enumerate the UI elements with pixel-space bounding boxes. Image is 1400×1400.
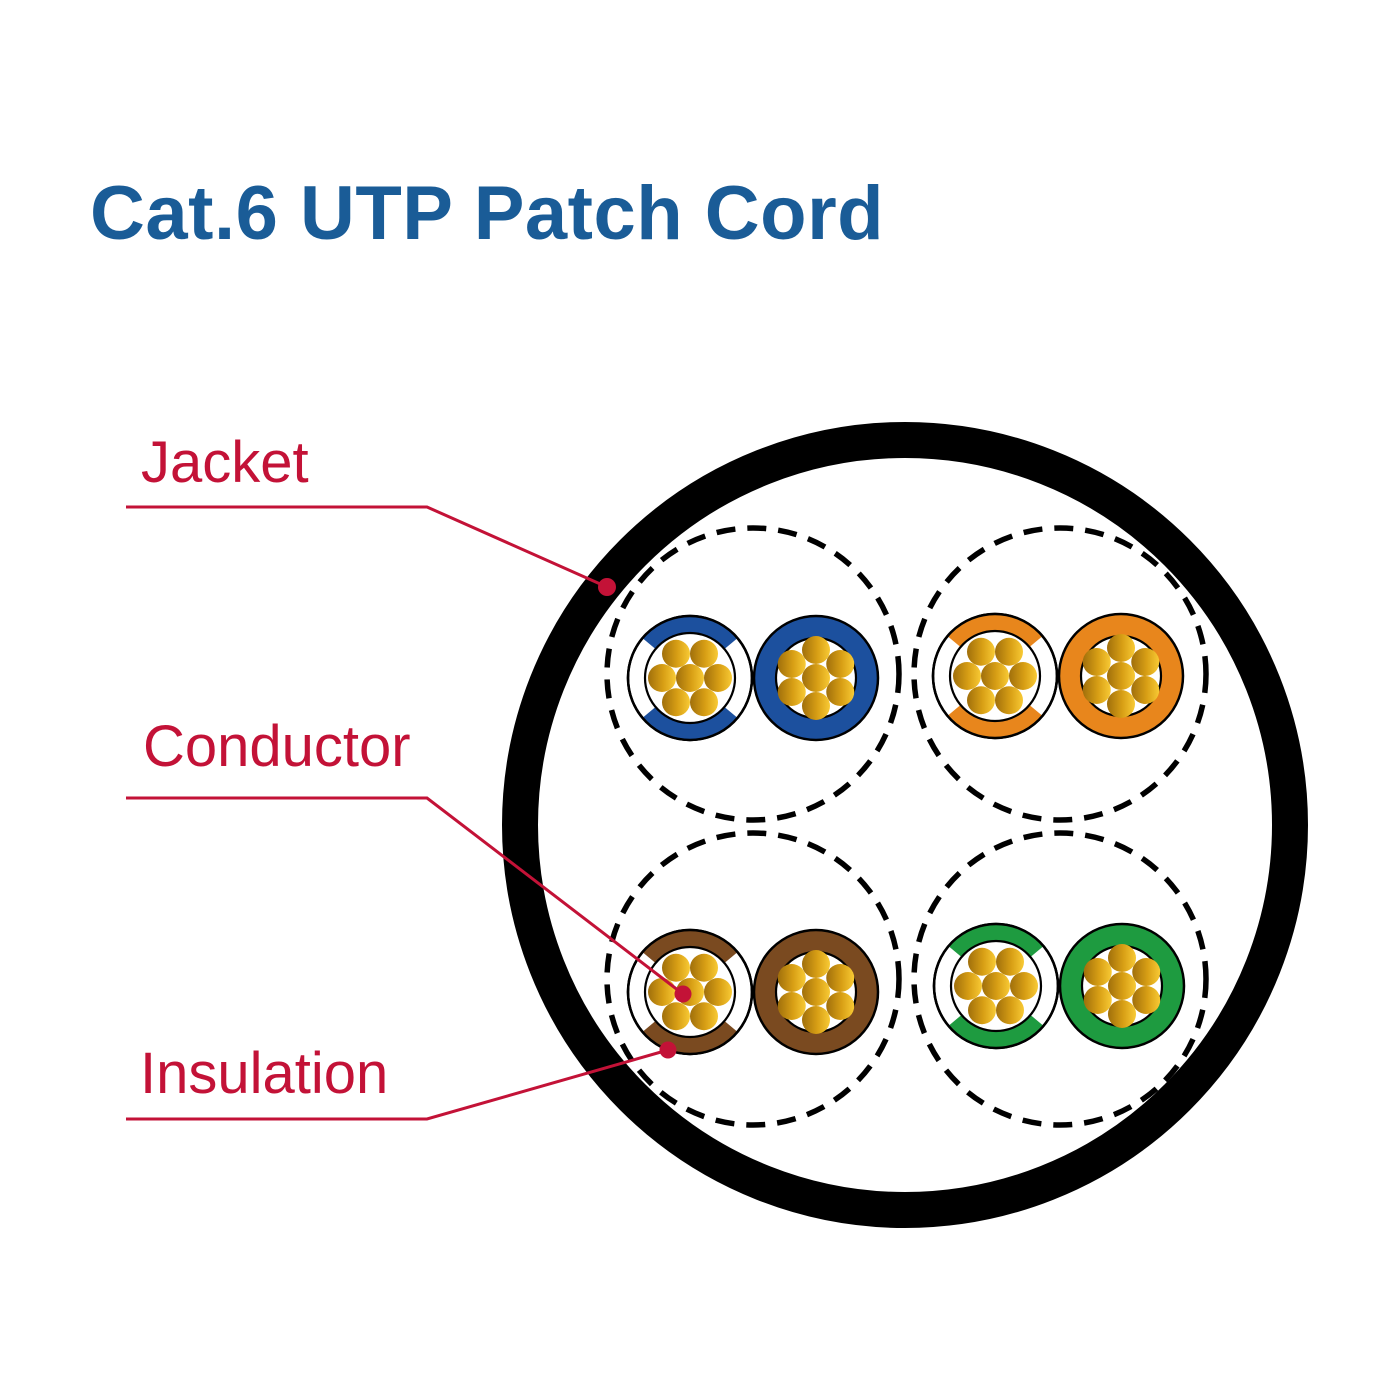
twisted-pair-blue [604, 525, 902, 823]
wire-green-striped [932, 922, 1060, 1050]
jacket-leader-line [126, 505, 608, 589]
stripe-arc-bottom [642, 1020, 738, 1055]
pair-boundary-dashed-circle [604, 830, 902, 1128]
stripe-arc-bottom [947, 704, 1043, 739]
insulation-leader-dot [659, 1041, 677, 1059]
pair-boundary-dashed-circle [604, 525, 902, 823]
wire-brown-solid [752, 928, 880, 1056]
twisted-pair-brown [604, 830, 902, 1128]
insulation-outline [932, 922, 1060, 1050]
wire-orange-solid [1057, 612, 1185, 740]
stripe-arc-top [947, 613, 1043, 648]
label-conductor: Conductor [143, 714, 411, 779]
jacket-leader-dot [598, 578, 616, 596]
wire-orange-striped [931, 612, 1059, 740]
conductor-leader-line [126, 796, 684, 996]
conductor-leader-dot [674, 985, 692, 1003]
insulation-outline [626, 614, 754, 742]
wire-green-solid [1058, 922, 1186, 1050]
insulation-outline [931, 612, 1059, 740]
wire-brown-striped [626, 928, 754, 1056]
twisted-pair-orange [911, 525, 1209, 823]
stripe-arc-top [642, 929, 738, 964]
wire-blue-solid [752, 614, 880, 742]
pair-boundary-dashed-circle [911, 830, 1209, 1128]
page-title: Cat.6 UTP Patch Cord [90, 171, 885, 256]
stripe-arc-bottom [642, 706, 738, 741]
cable-jacket-ring [502, 422, 1308, 1228]
callout-leaders [126, 505, 684, 1121]
stripe-arc-top [642, 615, 738, 650]
pair-boundary-dashed-circle [911, 525, 1209, 823]
stripe-arc-bottom [948, 1014, 1044, 1049]
stripe-arc-top [948, 923, 1044, 958]
insulation-leader-line [126, 1048, 669, 1121]
insulation-outline [626, 928, 754, 1056]
label-insulation: Insulation [140, 1041, 389, 1106]
wire-blue-striped [626, 614, 754, 742]
twisted-pair-green [911, 830, 1209, 1128]
label-jacket: Jacket [141, 430, 309, 495]
